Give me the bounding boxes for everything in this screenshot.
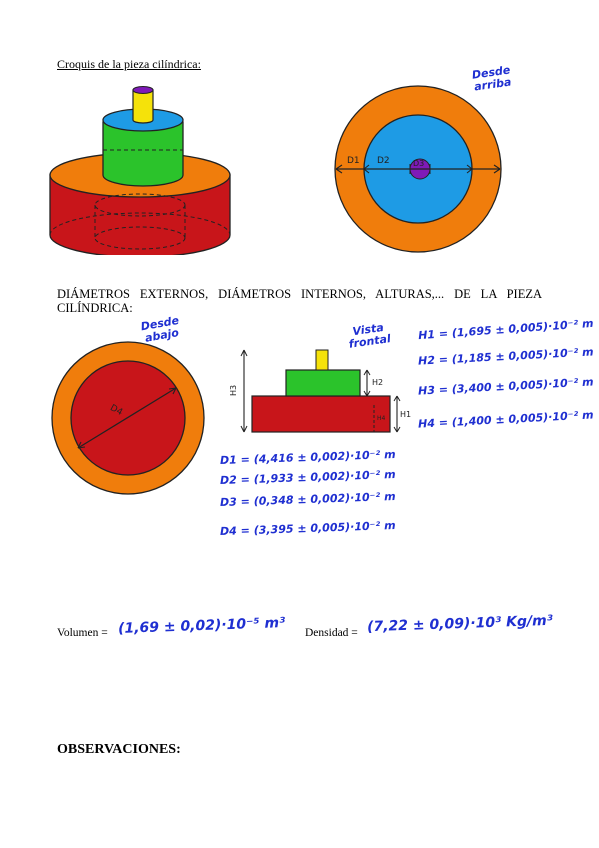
top-view-diagram: D1 D2 D3 (334, 85, 502, 253)
diameter-d3: D3 = (0,348 ± 0,002)·10⁻² m (219, 489, 396, 510)
green-cylinder-body (102, 121, 184, 187)
height-h3: H3 = (3,400 ± 0,005)·10⁻² m (417, 375, 594, 398)
density-label: Densidad = (305, 627, 358, 639)
density-value: (7,22 ± 0,09)·10³ Kg/m³ (366, 612, 554, 636)
label-h1: H1 (400, 410, 411, 419)
cylinder-3d-sketch (49, 86, 231, 255)
diameter-d2: D2 = (1,933 ± 0,002)·10⁻² m (219, 467, 396, 488)
dims-heading: DIÁMETROS EXTERNOS, DIÁMETROS INTERNOS, … (57, 287, 542, 301)
observations-title: OBSERVACIONES: (57, 742, 181, 757)
height-h4: H4 = (1,400 ± 0,005)·10⁻² m (417, 408, 594, 431)
diameter-d4: D4 = (3,395 ± 0,005)·10⁻² m (219, 518, 396, 539)
sketch-title: Croquis de la pieza cilíndrica: (57, 57, 201, 71)
diameter-d1: D1 = (4,416 ± 0,002)·10⁻² m (219, 447, 396, 468)
label-d3: D3 (413, 159, 424, 168)
height-h1: H1 = (1,695 ± 0,005)·10⁻² m (417, 316, 594, 343)
front-yellow-top (315, 349, 329, 371)
label-h2: H2 (372, 378, 383, 387)
volume-value: (1,69 ± 0,02)·10⁻⁵ m³ (117, 615, 286, 637)
front-red-base (251, 395, 391, 433)
label-h3: H3 (229, 385, 238, 396)
label-d1: D1 (347, 156, 360, 166)
yellow-rod (132, 89, 154, 124)
label-h4: H4 (377, 415, 386, 422)
dims-heading-cont: CILÍNDRICA: (57, 301, 133, 315)
height-h2: H2 = (1,185 ± 0,005)·10⁻² m (417, 345, 594, 368)
front-view-diagram: H3 H2 H4 H1 (229, 349, 411, 433)
label-d2: D2 (377, 156, 390, 166)
volume-label: Volumen = (57, 627, 108, 639)
bottom-view-diagram: D4 (51, 341, 205, 495)
front-green-mid (285, 369, 361, 397)
